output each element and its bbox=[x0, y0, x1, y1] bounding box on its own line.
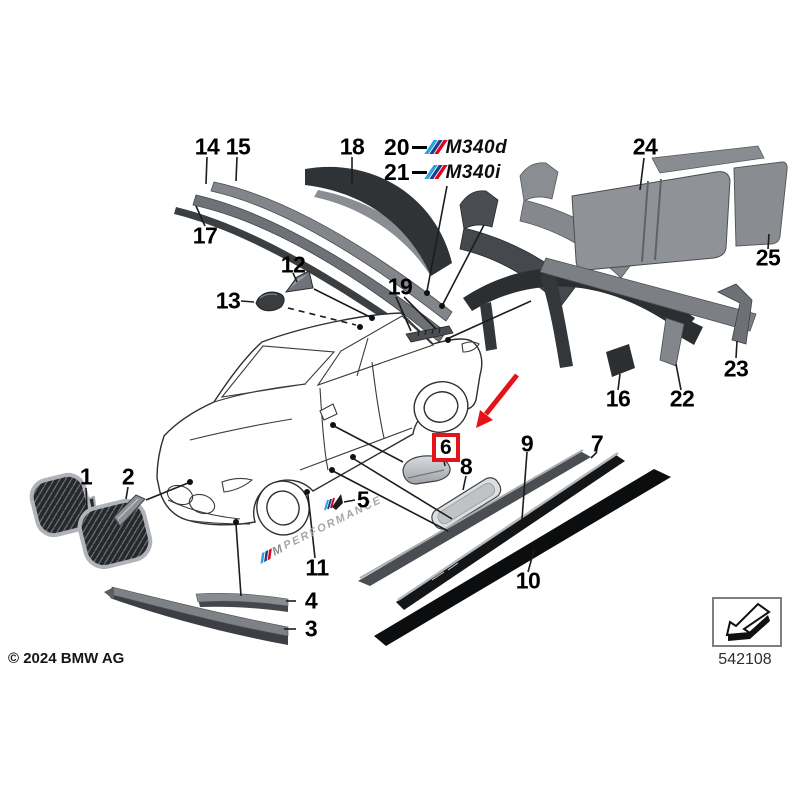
callout-21[interactable]: 21 bbox=[384, 158, 410, 185]
part-trim-22 bbox=[659, 317, 685, 367]
callout-3[interactable]: 3 bbox=[304, 615, 318, 642]
callout-7[interactable]: 7 bbox=[590, 430, 604, 457]
selected-callout-box[interactable]: 6 bbox=[432, 433, 460, 462]
callout-6: 6 bbox=[440, 436, 452, 459]
part-bumper-panel-24 bbox=[571, 171, 731, 271]
callout-23[interactable]: 23 bbox=[723, 355, 749, 382]
car-details bbox=[166, 315, 480, 525]
selection-arrow bbox=[476, 373, 519, 428]
badge-row-m340i: 21 M340i bbox=[384, 158, 501, 185]
callout-1[interactable]: 1 bbox=[79, 463, 93, 490]
callout-14[interactable]: 14 bbox=[194, 133, 220, 160]
callout-2[interactable]: 2 bbox=[121, 463, 135, 490]
part-bumper-panel-25 bbox=[651, 145, 788, 247]
page-arrow-icon bbox=[725, 602, 771, 641]
part-side-skirt-9 bbox=[358, 449, 591, 586]
part-splitter-3 bbox=[104, 586, 289, 645]
callout-8[interactable]: 8 bbox=[459, 453, 473, 480]
part-sill-blade-10 bbox=[374, 469, 671, 646]
part-splitter-4 bbox=[195, 593, 289, 612]
part-valance-strip bbox=[539, 257, 757, 332]
copyright-text: © 2024 BMW AG bbox=[8, 650, 125, 667]
callout-17[interactable]: 17 bbox=[192, 222, 218, 249]
callout-12[interactable]: 12 bbox=[280, 251, 306, 278]
part-rear-lip-spoilers bbox=[174, 181, 453, 354]
part-trim-23 bbox=[717, 283, 753, 345]
part-kidney-grille-1 bbox=[29, 472, 153, 570]
car-m5-badge bbox=[324, 494, 343, 511]
page-arrow-icon-box bbox=[712, 597, 782, 647]
callout-15[interactable]: 15 bbox=[225, 133, 251, 160]
callout-22[interactable]: 22 bbox=[669, 385, 695, 412]
part-mirror-cap-13 bbox=[255, 291, 285, 312]
callout-10[interactable]: 10 bbox=[515, 567, 541, 594]
callout-4[interactable]: 4 bbox=[304, 587, 318, 614]
part-rear-wing-16 bbox=[463, 268, 703, 377]
callout-11[interactable]: 11 bbox=[305, 554, 329, 581]
leader-lines bbox=[85, 156, 770, 630]
callout-9[interactable]: 9 bbox=[520, 430, 534, 457]
callout-19[interactable]: 19 bbox=[387, 273, 413, 300]
badge-row-m340d: 20 M340d bbox=[384, 133, 508, 160]
part-mirror-cap-6 bbox=[402, 455, 451, 485]
doc-number: 542108 bbox=[718, 651, 772, 668]
callout-dash bbox=[411, 145, 427, 149]
part-roof-spoiler-18 bbox=[305, 166, 452, 276]
callout-25[interactable]: 25 bbox=[755, 244, 781, 271]
part-trim-2 bbox=[113, 494, 146, 527]
part-fin-12 bbox=[284, 270, 314, 293]
callout-13[interactable]: 13 bbox=[215, 287, 241, 314]
callout-16[interactable]: 16 bbox=[605, 385, 631, 412]
callout-18[interactable]: 18 bbox=[339, 133, 365, 160]
callout-20[interactable]: 20 bbox=[384, 133, 410, 160]
callout-dash bbox=[411, 170, 427, 174]
model-badge-m340i: M340i bbox=[445, 161, 501, 183]
part-door-sill-8 bbox=[431, 477, 502, 530]
model-badge-m340d: M340d bbox=[445, 136, 508, 158]
callout-24[interactable]: 24 bbox=[632, 133, 658, 160]
callout-5[interactable]: 5 bbox=[356, 486, 370, 513]
car-outline bbox=[156, 312, 483, 536]
leader-dots bbox=[187, 290, 451, 525]
part-side-skirt-7 bbox=[396, 452, 625, 610]
